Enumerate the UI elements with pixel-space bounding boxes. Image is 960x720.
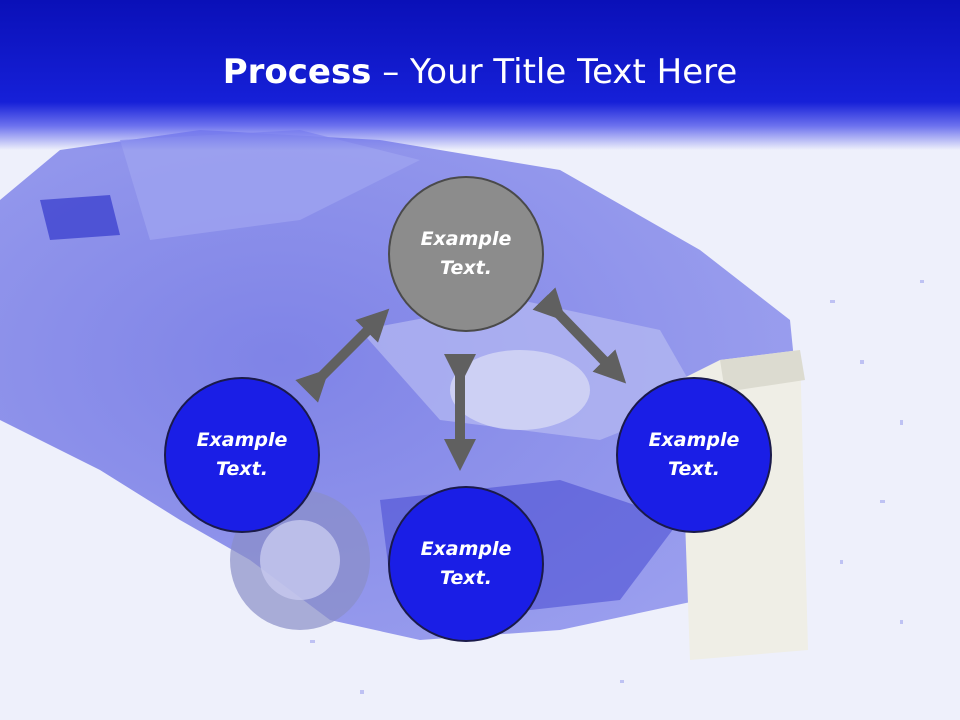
process-node-right[interactable]: Example Text. xyxy=(616,377,772,533)
arrow-top-left xyxy=(295,308,390,403)
slide-title-strong: Process xyxy=(222,52,372,92)
process-node-left-label: Example Text. xyxy=(196,429,288,480)
process-node-left[interactable]: Example Text. xyxy=(164,377,320,533)
process-node-bottom-label: Example Text. xyxy=(420,538,512,589)
arrow-top-right xyxy=(532,287,627,384)
slide-header-band xyxy=(0,0,960,150)
slide-title-rest: – Your Title Text Here xyxy=(371,52,738,92)
slide-title: Process – Your Title Text Here xyxy=(0,52,960,92)
process-node-top-label: Example Text. xyxy=(420,228,512,279)
process-node-right-label: Example Text. xyxy=(648,429,740,480)
process-node-top[interactable]: Example Text. xyxy=(388,176,544,332)
process-node-bottom[interactable]: Example Text. xyxy=(388,486,544,642)
